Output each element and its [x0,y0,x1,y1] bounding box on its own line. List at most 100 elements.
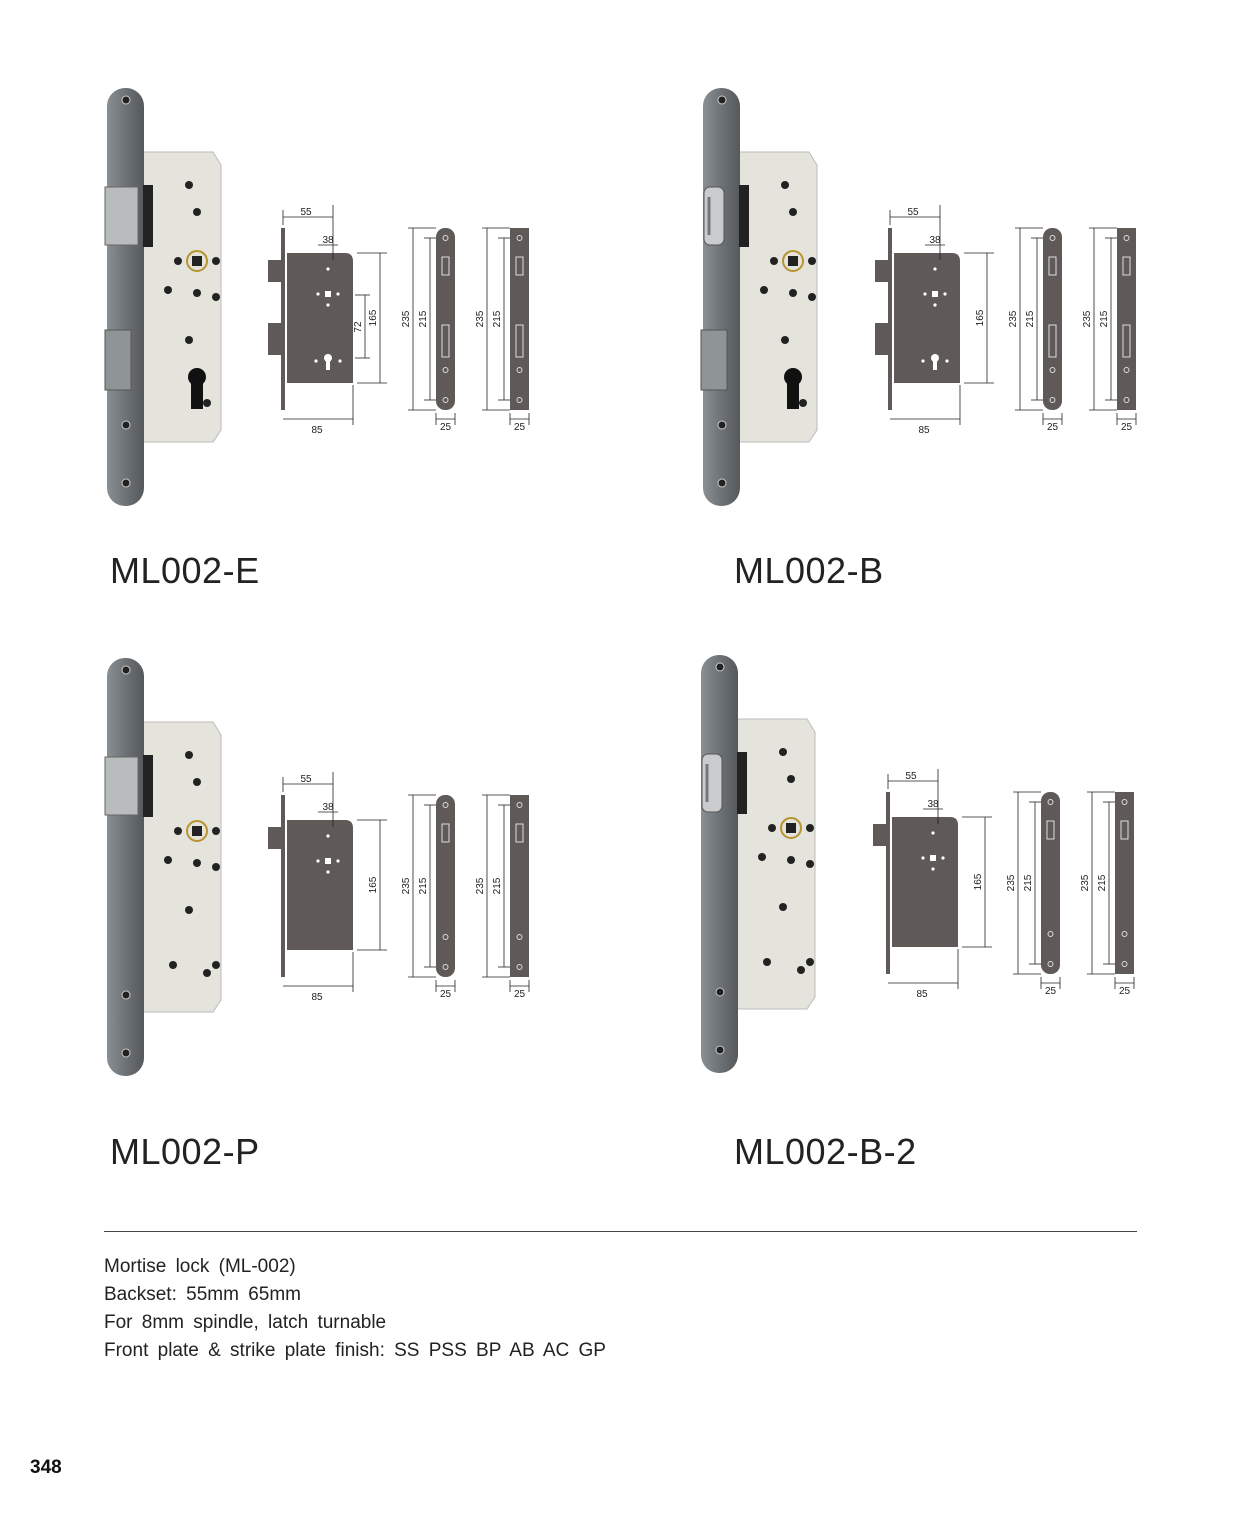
diagram-spindle [325,858,331,864]
case-hole [212,863,220,871]
dimension-label: 38 [322,802,334,813]
spindle-hole [192,256,202,266]
dimension-label: 235 [401,310,412,327]
strike-screw-icon [442,964,449,970]
dimension-label: 235 [1082,310,1093,327]
case-hole [806,958,814,966]
latch-bolt [104,186,139,246]
strike-plate [1043,228,1062,410]
dimension-label: 235 [401,877,412,894]
spindle-ring [186,250,208,272]
case-hole [763,958,771,966]
case-hole [212,961,220,969]
lock-case [738,151,818,443]
screw-hole-icon [717,478,727,488]
screw-hole-icon [717,420,727,430]
divider [104,1231,1137,1232]
case-hole [193,778,201,786]
diagram-hole [316,859,320,863]
strike-bolt-opening [1122,324,1131,358]
dimension-label: 215 [418,877,429,894]
strike-screw-icon [1121,931,1128,937]
dimension-label: 25 [440,989,452,1000]
screw-hole-icon [715,987,725,997]
strike-bolt-opening [441,324,450,358]
latch-slot [737,752,747,814]
strike-screw-icon [516,367,523,373]
strike-plate [1117,228,1136,410]
dimension-label: 38 [927,799,939,810]
screw-hole-icon [715,662,725,672]
case-hole [203,969,211,977]
strike-screw-icon [442,934,449,940]
faceplate [107,88,144,506]
diagram-hole [943,292,947,296]
spindle-hole [192,826,202,836]
strike-screw-icon [442,367,449,373]
dimension-label: 215 [1023,874,1034,891]
diagram-hole [921,856,925,860]
dimension-label: 25 [1119,986,1131,997]
case-hole [760,286,768,294]
product-title: ML002-B [734,550,884,591]
strike-screw-icon [1123,367,1130,373]
diagram-hole [931,831,935,835]
case-hole [799,399,807,407]
dimension-label: 165 [973,873,984,890]
strike-screw-icon [442,802,449,808]
diagram-hole [336,292,340,296]
dimension-label: 165 [975,309,986,326]
strike-latch-opening [1048,256,1057,276]
case-hole [185,336,193,344]
case-hole [789,208,797,216]
case-hole [169,961,177,969]
case-hole [164,286,172,294]
strike-screw-icon [1047,961,1054,967]
diagram-lock-body [894,253,960,383]
strike-latch-opening [1120,820,1129,840]
spindle-ring [780,817,802,839]
screw-hole-icon [715,1045,725,1055]
strike-latch-opening [1046,820,1055,840]
diagram-spindle [325,291,331,297]
strike-screw-icon [516,964,523,970]
dimension-label: 85 [918,425,930,436]
lock-photo [701,655,816,1073]
strike-latch-opening [441,256,450,276]
latch-slot [739,185,749,247]
lock-photo [700,88,818,506]
case-hole [193,208,201,216]
dimension-label: 25 [440,422,452,433]
case-hole [808,293,816,301]
diagram-hole [921,359,925,363]
diagram-lock-body [287,253,353,383]
diagram-deadbolt [268,323,281,355]
case-hole [164,856,172,864]
case-hole [779,903,787,911]
strike-screw-icon [1047,799,1054,805]
screw-hole-icon [121,1048,131,1058]
dimension-label: 38 [322,235,334,246]
dimension-label: 165 [368,876,379,893]
strike-latch-opening [1122,256,1131,276]
spindle-ring [186,820,208,842]
case-hole [212,257,220,265]
dimension-label: 25 [1121,422,1133,433]
dimension-label: 215 [1097,874,1108,891]
dimension-label: 235 [475,877,486,894]
case-hole [781,336,789,344]
strike-bolt-opening [1048,324,1057,358]
case-hole [768,824,776,832]
strike-screw-icon [1121,799,1128,805]
dimension-label: 235 [1006,874,1017,891]
strike-screw-icon [1047,931,1054,937]
strike-screw-icon [1121,961,1128,967]
strike-screw-icon [516,802,523,808]
diagram-hole [923,292,927,296]
screw-hole-icon [121,478,131,488]
diagram-lock-body [892,817,958,947]
